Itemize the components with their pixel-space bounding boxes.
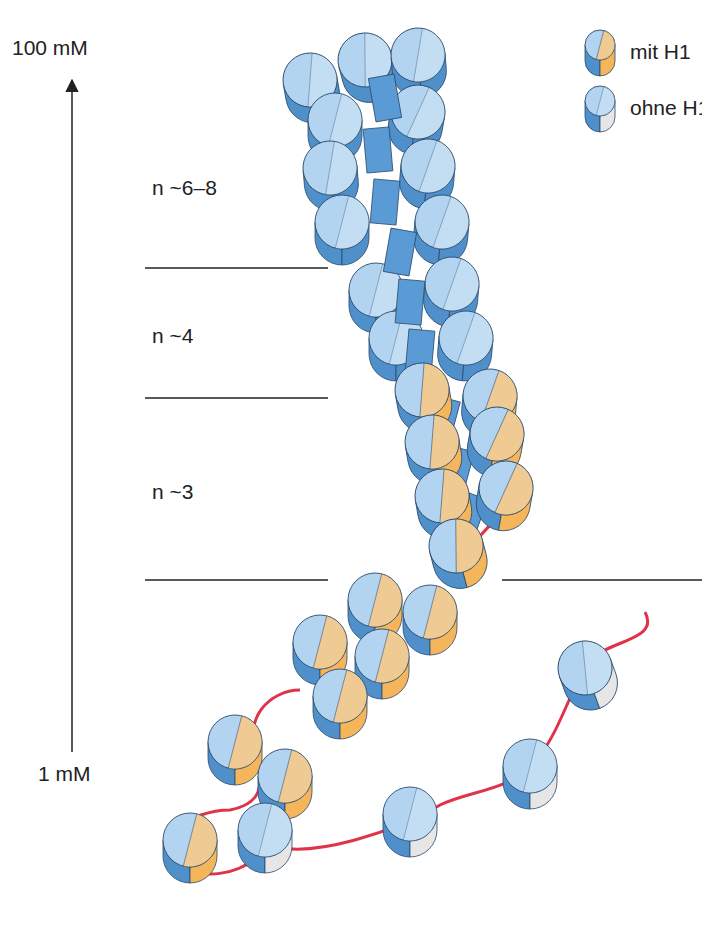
linker-dna <box>165 520 648 874</box>
salt-label: 1 mM <box>38 762 91 785</box>
fiber-lower <box>163 359 625 883</box>
nucleosome <box>585 86 615 132</box>
nucleosome <box>411 193 471 267</box>
nucleosome <box>163 813 217 883</box>
nucleosome <box>585 30 615 76</box>
legend-text: mit H1 <box>630 40 691 64</box>
nucleosome <box>550 633 625 717</box>
nucleosome <box>315 195 369 265</box>
nucleosome <box>403 585 457 655</box>
h1-linker <box>370 179 400 225</box>
h1-stack <box>363 74 488 541</box>
h1-linker <box>368 74 401 122</box>
legend-text: ohne H1 <box>630 96 702 120</box>
zone-line <box>145 579 328 580</box>
zone-line <box>145 397 328 398</box>
h1-linker <box>395 279 425 325</box>
fiber-label: n ~6–8 <box>152 176 217 199</box>
h1-linker <box>383 228 416 276</box>
zone-line <box>145 267 328 268</box>
h1-linker <box>363 127 393 173</box>
legend-item: ohne H1 <box>580 80 702 136</box>
legend-swatch <box>580 27 624 77</box>
fiber-label: n ~4 <box>152 324 193 347</box>
fiber-upper <box>279 26 496 383</box>
nucleosome <box>472 457 537 535</box>
nucleosome <box>503 739 557 809</box>
nucleosome <box>238 803 292 873</box>
legend-swatch <box>580 83 624 133</box>
salt-arrow <box>71 80 73 752</box>
legend: mit H1 ohne H1 <box>580 24 702 136</box>
legend-item: mit H1 <box>580 24 702 80</box>
fiber-label: n ~3 <box>152 480 193 503</box>
salt-label: 100 mM <box>12 36 88 59</box>
nucleosome <box>208 715 262 785</box>
nucleosome <box>383 787 437 857</box>
nucleosome <box>423 513 493 595</box>
zone-line <box>502 579 702 580</box>
nucleosome <box>313 669 367 739</box>
